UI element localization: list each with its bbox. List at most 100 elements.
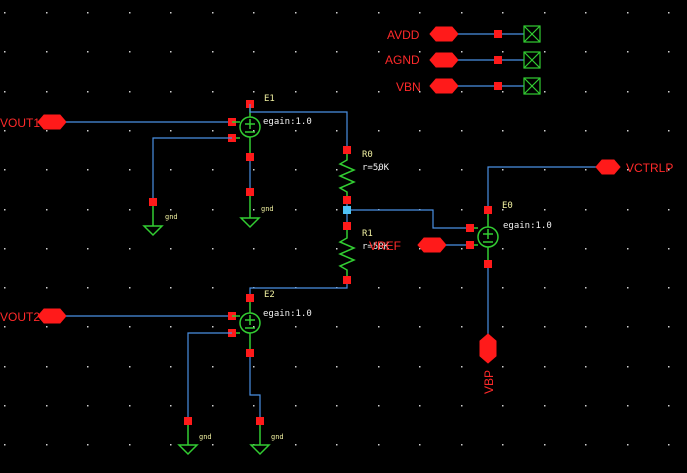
grid-dot (253, 248, 255, 250)
resistor-r0-icon (338, 154, 356, 198)
grid-dot (170, 366, 172, 368)
grid-dot (295, 12, 297, 14)
grid-dot (585, 169, 587, 171)
pin-avdd[interactable]: AVDD (387, 25, 541, 43)
r0-param: r=50K (362, 163, 390, 173)
grid-dot (87, 91, 89, 93)
grid-dot (668, 405, 670, 407)
grid-dot (544, 405, 546, 407)
grid-dot (585, 287, 587, 289)
grid-dot (87, 169, 89, 171)
grid-dot (378, 326, 380, 328)
grid-dot (585, 444, 587, 446)
vcvs-e1[interactable]: E1 egain:1.0 (228, 94, 312, 161)
grid-dot (502, 366, 504, 368)
pin-vbn-shape (429, 78, 459, 94)
e1-param: egain:1.0 (263, 117, 312, 127)
grid-dot (336, 405, 338, 407)
grid-dot (585, 209, 587, 211)
grid-dot (585, 130, 587, 132)
pin-agnd-label: AGND (385, 53, 420, 67)
grid-dot (585, 366, 587, 368)
grid-dot (378, 444, 380, 446)
gnd-symbol-1: gnd (142, 206, 178, 237)
pin-avdd-label: AVDD (387, 28, 420, 42)
grid-dot (461, 12, 463, 14)
pin-vout1-label: VOUT1 (0, 116, 40, 130)
e1-name: E1 (264, 94, 275, 104)
grid-dot (627, 405, 629, 407)
pin-vctrlp[interactable]: VCTRLP (595, 159, 673, 175)
pin-vout2[interactable]: VOUT2 (0, 308, 67, 324)
grid-dot (170, 209, 172, 211)
grid-dot (668, 169, 670, 171)
grid-dot (253, 366, 255, 368)
grid-dot (4, 209, 6, 211)
grid-dot (46, 91, 48, 93)
grid-dot (87, 444, 89, 446)
grid-dot (668, 248, 670, 250)
grid-dot (253, 130, 255, 132)
grid-dot (627, 169, 629, 171)
grid-dot (212, 366, 214, 368)
grid-dot (378, 51, 380, 53)
grid-dot (627, 444, 629, 446)
pin-vout2-label: VOUT2 (0, 310, 40, 324)
grid-dot (87, 209, 89, 211)
grid-dot (336, 130, 338, 132)
grid-dot (378, 169, 380, 171)
vcvs-e2[interactable]: E2 egain:1.0 (228, 290, 312, 357)
grid-dot (129, 366, 131, 368)
grid-dot (129, 326, 131, 328)
pin-agnd[interactable]: AGND (385, 51, 541, 69)
grid-dot (4, 326, 6, 328)
gnd-symbol-4: gnd (249, 425, 284, 456)
resistor-r1[interactable]: R1 r=50K (338, 222, 390, 284)
grid-dot (378, 405, 380, 407)
grid-dot (336, 51, 338, 53)
grid-dot (419, 444, 421, 446)
grid-dot (170, 91, 172, 93)
pin-vref[interactable]: VREF (369, 237, 447, 253)
grid-dot (419, 130, 421, 132)
grid-dot (212, 287, 214, 289)
grid-dot (336, 248, 338, 250)
pin-vbn[interactable]: VBN (396, 77, 541, 95)
grid-dot (253, 91, 255, 93)
grid-dot (668, 287, 670, 289)
grid-dot (585, 12, 587, 14)
grid-dot (461, 287, 463, 289)
grid-dot (295, 130, 297, 132)
grid-dot (87, 51, 89, 53)
grid-dot (336, 326, 338, 328)
resistor-r0[interactable]: R0 r=50K (338, 146, 390, 204)
grid-dot (502, 169, 504, 171)
grid-dot (212, 51, 214, 53)
grid-dot (502, 326, 504, 328)
resistor-r1-icon (338, 230, 356, 276)
grid-dot (4, 12, 6, 14)
grid-dot (129, 12, 131, 14)
grid-dot (46, 209, 48, 211)
dot-grid (4, 12, 670, 446)
pin-avdd-node (494, 30, 502, 38)
grid-dot (502, 209, 504, 211)
grid-dot (378, 12, 380, 14)
grid-dot (502, 130, 504, 132)
r1-name: R1 (362, 229, 373, 239)
pin-agnd-node (494, 56, 502, 64)
grid-dot (46, 12, 48, 14)
junction-vmid[interactable] (343, 206, 351, 214)
grid-dot (253, 12, 255, 14)
grid-dot (295, 51, 297, 53)
pin-vbp[interactable]: VBP (479, 333, 497, 394)
pin-vout1[interactable]: VOUT1 (0, 114, 67, 130)
grid-dot (212, 326, 214, 328)
vcvs-e0[interactable]: E0 egain:1.0 (474, 201, 552, 268)
r0-name: R0 (362, 150, 373, 160)
grid-dot (212, 444, 214, 446)
grid-dot (212, 169, 214, 171)
grid-dot (544, 366, 546, 368)
pin-vref-shape (417, 237, 447, 253)
